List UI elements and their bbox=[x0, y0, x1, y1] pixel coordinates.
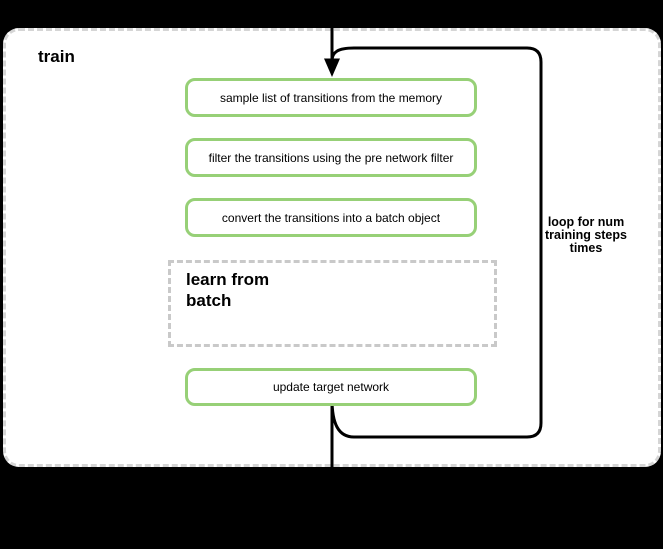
step-sample-transitions-label: sample list of transitions from the memo… bbox=[219, 90, 443, 105]
loop-annotation: loop for num training steps times bbox=[540, 216, 632, 255]
step-sample-transitions: sample list of transitions from the memo… bbox=[185, 78, 477, 117]
train-container-label: train bbox=[38, 47, 75, 66]
learn-from-batch-group: learn from batch bbox=[168, 260, 497, 347]
step-update-target-network: update target network bbox=[185, 368, 477, 406]
step-filter-transitions-label: filter the transitions using the pre net… bbox=[208, 150, 454, 165]
loop-annotation-line1: loop for num bbox=[547, 215, 625, 229]
step-convert-to-batch-label: convert the transitions into a batch obj… bbox=[221, 210, 441, 225]
incoming-arrowhead-icon bbox=[324, 58, 340, 77]
step-filter-transitions: filter the transitions using the pre net… bbox=[185, 138, 477, 177]
step-convert-to-batch: convert the transitions into a batch obj… bbox=[185, 198, 477, 237]
learn-from-batch-label-line1: learn from bbox=[186, 270, 270, 289]
loop-annotation-line2: training steps bbox=[545, 228, 627, 242]
loop-annotation-line3: times bbox=[569, 241, 603, 255]
learn-from-batch-label-line2: batch bbox=[186, 291, 232, 310]
loop-border bbox=[330, 46, 543, 439]
step-update-target-network-label: update target network bbox=[272, 380, 390, 394]
